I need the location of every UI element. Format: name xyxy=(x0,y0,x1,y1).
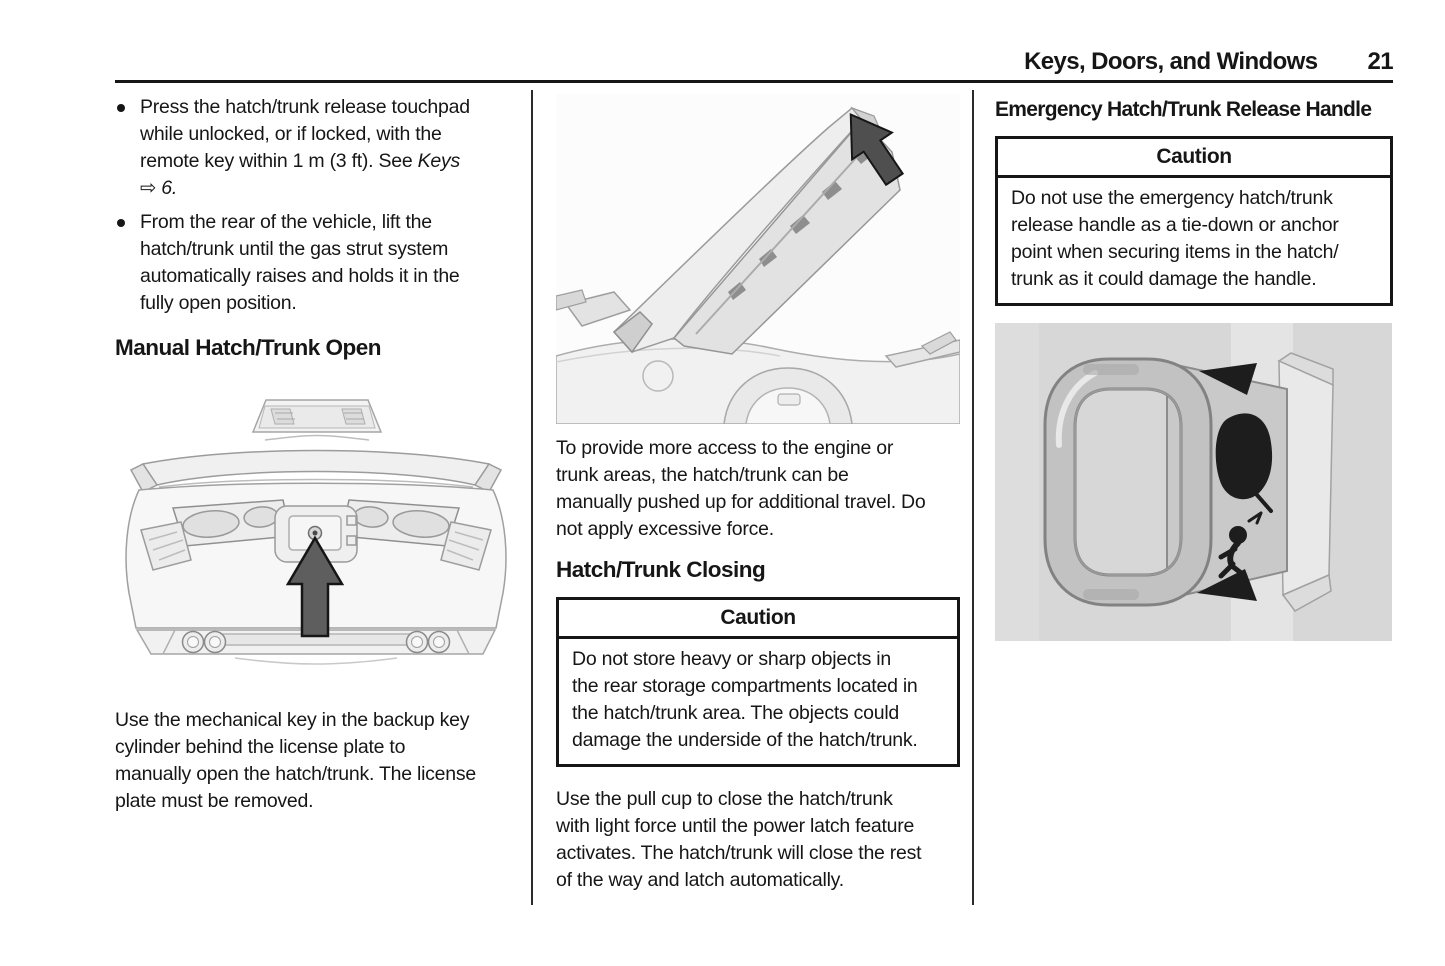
text-line: To provide more access to the engine or xyxy=(556,437,894,459)
column-right: Emergency Hatch/Trunk Release Handle Cau… xyxy=(995,94,1393,641)
cross-reference-page: 6. xyxy=(161,177,178,199)
text-line: automatically raises and holds it in the xyxy=(140,265,460,287)
lift-arrow-icon xyxy=(849,112,905,187)
text-line: Use the pull cup to close the hatch/trun… xyxy=(556,788,893,810)
column-left: Press the hatch/trunk release touchpad w… xyxy=(115,94,517,815)
text-line: manually open the hatch/trunk. The licen… xyxy=(115,763,476,785)
text-line: remote key within 1 m (3 ft). See Keys xyxy=(140,148,517,175)
text-line: cylinder behind the license plate to xyxy=(115,736,406,758)
column-divider-left xyxy=(531,90,533,905)
text-line: not apply excessive force. xyxy=(556,518,774,540)
text-line: point when securing items in the hatch/ xyxy=(1011,241,1339,263)
up-arrow-icon xyxy=(285,535,345,638)
chapter-title: Keys, Doors, and Windows xyxy=(1024,48,1318,75)
text-line: release handle as a tie-down or anchor xyxy=(1011,214,1339,236)
text-line: manually pushed up for additional travel… xyxy=(556,491,926,513)
column-center: To provide more access to the engine or … xyxy=(556,94,960,894)
caution-body: Do not use the emergency hatch/trunk rel… xyxy=(998,178,1390,303)
column-divider-right xyxy=(972,90,974,905)
heading-hatch-trunk-closing: Hatch/Trunk Closing xyxy=(556,557,766,582)
text-line: plate must be removed. xyxy=(115,790,314,812)
text-line: hatch/trunk until the gas strut system xyxy=(140,238,449,260)
text-line: while unlocked, or if locked, with the xyxy=(140,123,442,145)
bullet-item-release-touchpad: Press the hatch/trunk release touchpad w… xyxy=(115,94,517,202)
caution-box-tie-down: Caution Do not use the emergency hatch/t… xyxy=(995,136,1393,306)
bullet-item-lift-hatch: From the rear of the vehicle, lift the h… xyxy=(115,209,517,317)
heading-manual-hatch-trunk-open: Manual Hatch/Trunk Open xyxy=(115,335,382,360)
pull-cup-paragraph: Use the pull cup to close the hatch/trun… xyxy=(556,786,960,894)
bullet-dot xyxy=(117,104,125,112)
text-run: remote key within 1 m (3 ft). See xyxy=(140,150,418,172)
heading-emergency-release-handle: Emergency Hatch/Trunk Release Handle xyxy=(995,98,1372,121)
text-line: Use the mechanical key in the backup key xyxy=(115,709,470,731)
manual-push-paragraph: To provide more access to the engine or … xyxy=(556,435,960,543)
text-line: ⇨ 6. xyxy=(140,175,517,202)
text-line: damage the underside of the hatch/trunk. xyxy=(572,729,918,751)
emergency-release-handle-illustration xyxy=(995,323,1392,641)
text-line: From the rear of the vehicle, lift the xyxy=(140,211,432,233)
cross-reference-arrow-icon: ⇨ xyxy=(140,177,157,199)
caution-body: Do not store heavy or sharp objects in t… xyxy=(559,639,957,764)
manual-open-paragraph: Use the mechanical key in the backup key… xyxy=(115,707,517,815)
escape-pictogram xyxy=(1197,363,1273,601)
text-line: trunk areas, the hatch/trunk can be xyxy=(556,464,849,486)
page-number: 21 xyxy=(1367,48,1394,75)
car-rear-illustration xyxy=(125,399,507,665)
header-rule xyxy=(115,80,1393,83)
text-line: activates. The hatch/trunk will close th… xyxy=(556,842,922,864)
text-line: fully open position. xyxy=(140,292,297,314)
page-header: Keys, Doors, and Windows 21 xyxy=(115,48,1394,76)
caution-title: Caution xyxy=(998,139,1390,178)
text-line: the hatch/trunk area. The objects could xyxy=(572,702,900,724)
text-line: Press the hatch/trunk release touchpad xyxy=(140,96,470,118)
cross-reference-title: Keys xyxy=(417,150,461,172)
caution-box-storage: Caution Do not store heavy or sharp obje… xyxy=(556,597,960,767)
escape-pictogram-limbs xyxy=(1218,493,1273,579)
text-line: trunk as it could damage the handle. xyxy=(1011,268,1317,290)
text-line: Do not store heavy or sharp objects in xyxy=(572,648,891,670)
text-line: Do not use the emergency hatch/trunk xyxy=(1011,187,1333,209)
caution-title: Caution xyxy=(559,600,957,639)
bullet-dot xyxy=(117,219,125,227)
text-line: the rear storage compartments located in xyxy=(572,675,918,697)
text-line: of the way and latch automatically. xyxy=(556,869,844,891)
hatch-open-illustration xyxy=(556,94,960,424)
text-line: with light force until the power latch f… xyxy=(556,815,915,837)
